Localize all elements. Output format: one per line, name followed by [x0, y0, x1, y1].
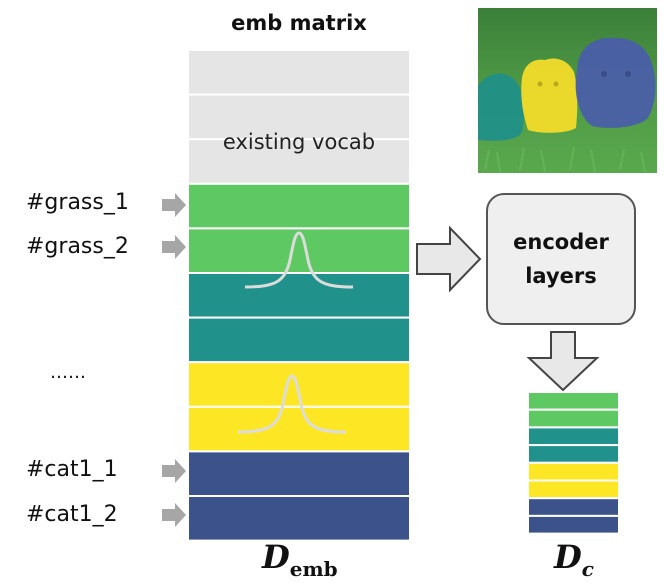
dc-row-teal — [527, 426, 620, 447]
dc-row-yellow — [527, 479, 620, 500]
d-c-sub: c — [581, 557, 594, 581]
encoder-label-line1: encoder — [513, 230, 609, 254]
d-emb-label: Demb — [262, 538, 338, 581]
d-c-label: Dc — [554, 538, 594, 581]
ellipsis: …… — [50, 362, 86, 383]
gaussian-curve-grass — [244, 231, 354, 289]
dc-row-navy — [527, 514, 620, 535]
arrow-to-encoder — [416, 225, 482, 293]
encoder-label-line2: layers — [525, 264, 597, 288]
token-arrow-cat1-2 — [162, 503, 186, 527]
d-emb-main: D — [262, 538, 290, 576]
emb-row-teal — [187, 272, 411, 319]
token-arrow-grass-1 — [162, 193, 186, 217]
emb-row-vocab — [187, 93, 411, 141]
emb-row-grass — [187, 227, 411, 274]
emb-row-vocab — [187, 49, 411, 96]
emb-row-grass — [187, 182, 411, 230]
token-cat1-1: #cat1_1 — [26, 457, 118, 482]
dc-row-yellow — [527, 461, 620, 482]
dc-row-grass — [527, 408, 620, 429]
emb-matrix-title: emb matrix — [231, 11, 367, 35]
existing-vocab-label: existing vocab — [222, 130, 376, 154]
emb-row-navy — [187, 450, 411, 497]
d-c-main: D — [554, 538, 582, 576]
dc-row-teal — [527, 444, 620, 464]
emb-row-vocab — [187, 138, 411, 185]
token-arrow-cat1-1 — [162, 459, 186, 483]
token-cat1-2: #cat1_2 — [26, 502, 118, 527]
emb-row-yellow — [187, 405, 411, 453]
d-emb-sub: emb — [289, 557, 338, 581]
emb-row-navy — [187, 495, 411, 542]
segmentation-image — [478, 8, 657, 173]
token-arrow-grass-2 — [162, 235, 186, 259]
encoder-layers-box: encoder layers — [486, 193, 636, 325]
emb-row-teal — [187, 316, 411, 364]
gaussian-curve-yellow — [237, 374, 347, 434]
embedding-matrix — [187, 49, 411, 542]
dc-row-grass — [527, 391, 620, 411]
dc-matrix — [527, 391, 620, 535]
arrow-from-encoder — [526, 331, 600, 392]
token-grass-2: #grass_2 — [26, 234, 129, 259]
token-grass-1: #grass_1 — [26, 190, 129, 215]
dc-row-navy — [527, 497, 620, 517]
